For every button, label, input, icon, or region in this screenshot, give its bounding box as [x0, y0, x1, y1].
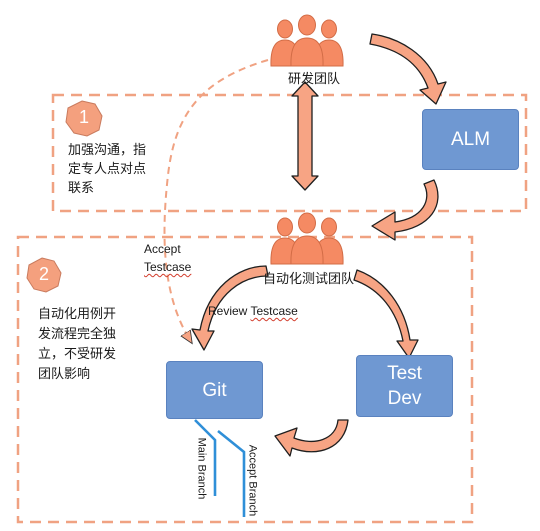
- accept-branch-label: Accept Branch: [246, 444, 259, 517]
- dev-team-label: 研发团队: [288, 72, 341, 87]
- main-branch-line: [194, 419, 217, 496]
- review-testcase-word1: Review: [208, 304, 248, 318]
- note-2-line-4: 团队影响: [38, 367, 91, 382]
- auto-test-team-label: 自动化测试团队: [263, 272, 355, 287]
- arrow-autoteam-to-git: [191, 265, 269, 351]
- accept-testcase-arrow: [163, 59, 269, 340]
- accept-testcase-label-line1: Accept: [144, 242, 181, 256]
- dev-team-people-icon: [270, 14, 344, 67]
- test-dev-label-line2: Dev: [387, 388, 422, 409]
- badge-2-number: 2: [38, 264, 49, 284]
- test-dev-label-line1: Test: [387, 363, 422, 384]
- arrow-autoteam-to-testdev: [353, 269, 419, 359]
- note-1-line-3: 联系: [68, 181, 95, 196]
- arrow-alm-to-autoteam: [371, 179, 439, 241]
- group-box-2: [16, 235, 474, 524]
- accept-branch-line: [217, 429, 246, 517]
- badge-2-shape: [26, 257, 62, 293]
- note-2-line-1: 自动化用例开: [38, 307, 117, 322]
- note-2-line-3: 立，不受研发: [38, 347, 117, 362]
- arrow-devteam-to-alm: [369, 33, 447, 105]
- badge-1-number: 1: [78, 107, 89, 127]
- note-1-line-1: 加强沟通，指: [68, 143, 147, 158]
- group-box-1: [51, 93, 528, 213]
- double-arrow-vertical: [291, 81, 319, 191]
- git-label: Git: [202, 379, 227, 401]
- note-2-line-2: 发流程完全独: [38, 327, 117, 342]
- accept-testcase-label-line2: Testcase: [144, 260, 192, 274]
- badge-1-shape: [65, 100, 103, 137]
- arrow-testdev-to-git: [274, 419, 349, 457]
- auto-test-team-people-icon: [270, 212, 344, 265]
- review-testcase-label: Review Testcase: [208, 302, 298, 321]
- test-dev-node: Test Dev: [356, 355, 453, 417]
- alm-node: ALM: [422, 109, 519, 170]
- main-branch-label: Main Branch: [195, 437, 208, 500]
- review-testcase-word2: Testcase: [250, 304, 298, 318]
- note-1-line-2: 定专人点对点: [68, 162, 147, 177]
- git-node: Git: [166, 361, 263, 419]
- alm-label: ALM: [450, 129, 491, 150]
